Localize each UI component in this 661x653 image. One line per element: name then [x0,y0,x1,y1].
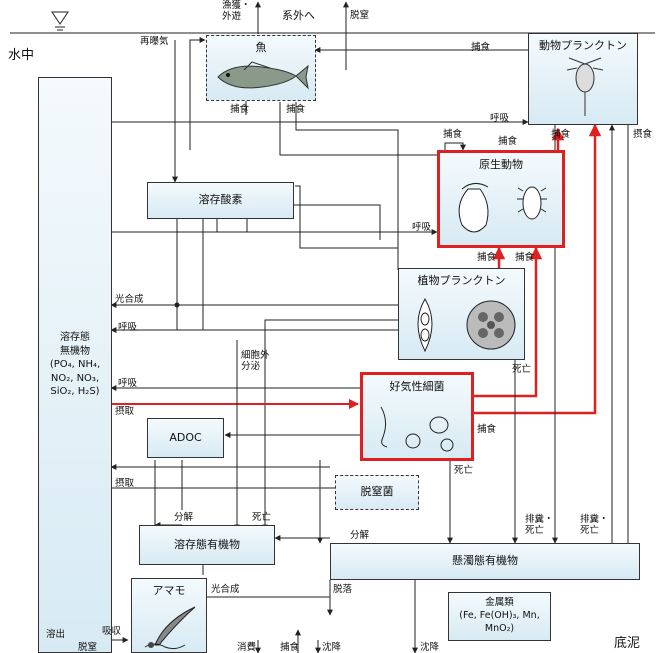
aerobic-bacteria-box: 好気性細菌 [360,372,474,461]
denitrifying-bacteria-label: 脱窒菌 [361,485,394,500]
predation-label-2: 捕食 [286,104,305,115]
particulate-organic-label: 懸濁態有機物 [452,554,518,569]
denitrification-label-top: 脱窒 [350,10,369,21]
dissolved-inorganic-box: 溶存態 無機物 (PO₄, NH₄, NO₂, NO₃, SiO₂, H₂S) [38,77,112,653]
photosynthesis-label: 光合成 [115,294,144,305]
adoc-box: ADOC [147,418,224,458]
zooplankton-label: 動物プランクトン [539,39,627,54]
denitrification-label-bottom: 脱窒 [78,642,97,653]
phytoplankton-label: 植物プランクトン [418,274,506,289]
dissolved-inorganic-label: 溶存態 無機物 (PO₄, NH₄, NO₂, NO₃, SiO₂, H₂S) [50,331,100,399]
sediment-zone-label: 底泥 [614,632,640,651]
water-zone-label: 水中 [8,44,34,63]
phytoplankton-icon [403,293,521,355]
outflow-label: 系外へ [282,10,315,21]
uptake-label-2: 摂取 [115,478,134,489]
aerobic-bacteria-label: 好気性細菌 [390,380,445,395]
predation-label-8: 捕食 [280,642,299,653]
protozoa-label: 原生動物 [479,158,523,173]
eelgrass-label: アマモ [153,584,186,599]
absorption-label: 吸収 [102,626,121,637]
excretion-death-label-1: 排糞・ 死亡 [525,514,554,536]
phyto-respiration-label: 呼吸 [118,322,137,333]
sloughing-label: 脱落 [333,584,352,595]
fish-label: 魚 [256,41,267,56]
predation-label-6: 捕食 [477,252,496,263]
predation-label-5: 捕食 [551,129,570,140]
protozoa-box: 原生動物 [437,150,565,248]
excretion-death-label-2: 排糞・ 死亡 [580,514,609,536]
fish-box: 魚 [206,35,316,101]
phytoplankton-box: 植物プランクトン [398,268,525,360]
dissolved-organic-box: 溶存態有機物 [139,525,275,565]
particulate-organic-box: 懸濁態有機物 [330,543,640,580]
fish-predation-label: 捕食 [471,42,490,53]
uptake-label-1: 摂取 [115,406,134,417]
release-label: 溶出 [46,629,65,640]
water-level-icon [52,12,68,30]
sedimentation-label-1: 沈降 [322,642,341,653]
fish-icon [214,60,310,94]
exudation-label: 細胞外 分泌 [241,350,270,372]
zooplankton-box: 動物プランクトン [528,33,638,125]
adoc-label: ADOC [169,431,201,446]
metals-label: 金属類 (Fe, Fe(OH)₃, Mn, MnO₂) [459,597,539,635]
zooplankton-respiration-label: 呼吸 [490,113,509,124]
ingestion-label: 摂食 [633,129,652,140]
fishing-migration-label: 漁獲・ 外遊 [222,0,251,22]
zooplankton-icon [565,56,605,120]
sedimentation-label-2: 沈降 [420,642,439,653]
eelgrass-icon [135,601,205,651]
bacteria-respiration-label: 呼吸 [118,378,137,389]
protozoa-icon [446,175,556,241]
eelgrass-box: アマモ [131,578,207,653]
bacteria-predation-label: 捕食 [477,424,496,435]
consumption-label: 消費 [237,642,256,653]
bacteria-death-label: 死亡 [454,465,473,476]
decomposition-label-1: 分解 [174,512,193,523]
dissolved-oxygen-label: 溶存酸素 [199,193,243,208]
death-label-2: 死亡 [252,512,271,523]
dissolved-oxygen-box: 溶存酸素 [147,182,294,219]
decomposition-label-2: 分解 [350,530,369,541]
predation-label-7: 捕食 [515,252,534,263]
predation-label-4: 捕食 [498,136,517,147]
eelgrass-photosynthesis-label: 光合成 [211,584,240,595]
predation-label-1: 捕食 [230,104,249,115]
predation-label-3: 捕食 [443,129,462,140]
phyto-death-label: 死亡 [512,364,531,375]
reaeration-label: 再曝気 [140,36,169,47]
bacteria-icon [369,397,469,457]
dissolved-organic-label: 溶存態有機物 [174,538,240,553]
protozoa-respiration-label: 呼吸 [412,222,431,233]
metals-box: 金属類 (Fe, Fe(OH)₃, Mn, MnO₂) [448,592,551,641]
denitrifying-bacteria-box: 脱窒菌 [335,475,419,510]
